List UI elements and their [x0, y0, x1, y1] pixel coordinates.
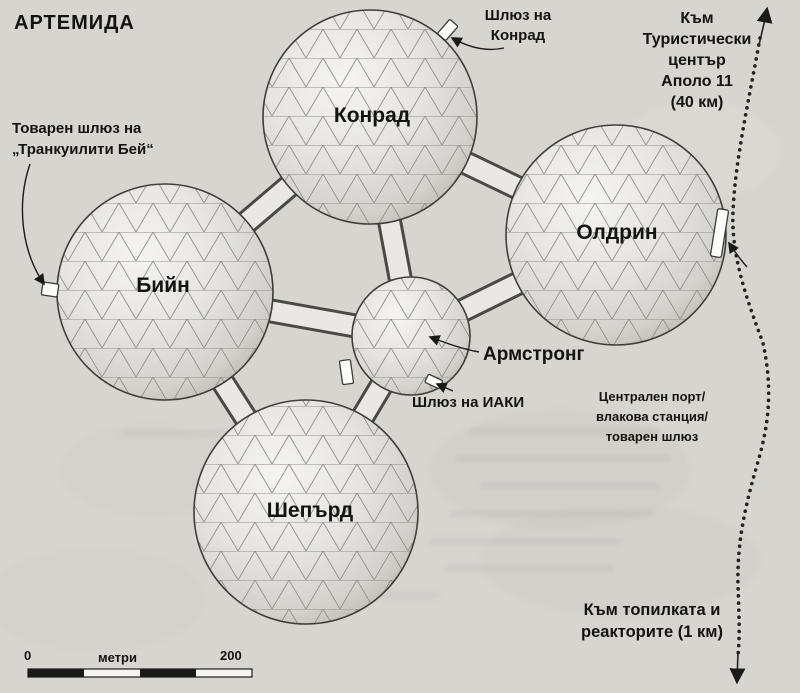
- rail-line: [729, 6, 773, 685]
- tourist-center-label: Към Туристически център Аполо 11 (40 км): [607, 8, 787, 113]
- central-port-stub: [709, 208, 730, 259]
- conrad-airlock-line: Шлюз на: [484, 7, 552, 24]
- conrad-airlock-arrow: [450, 37, 505, 51]
- central-port-arrow: [728, 241, 748, 268]
- central-port-line: Централен порт/: [598, 389, 706, 404]
- armstrong-arrow: [428, 335, 480, 353]
- dome-armstrong-rim: [351, 276, 471, 396]
- dome-label-bean: Бийн: [136, 274, 190, 297]
- tourist-center-line: Аполо 11: [661, 73, 733, 90]
- dome-aldrin: [505, 124, 727, 346]
- dome-aldrin-rim: [505, 124, 727, 346]
- central-port-line: товарен шлюз: [605, 429, 699, 444]
- dome-aldrin-mesh: [506, 125, 726, 345]
- dome-label-aldrin: Олдрин: [576, 221, 658, 244]
- map-title: АРТЕМИДА: [14, 12, 135, 34]
- rail-dotted-path: [731, 36, 771, 657]
- cargo-airlock-stub: [40, 281, 60, 298]
- central-port-label: Централен порт/ влакова станция/ товарен…: [577, 387, 727, 447]
- scale-end-label: 200: [220, 648, 242, 663]
- scale-bar: [27, 668, 253, 678]
- dome-bean: [56, 183, 274, 401]
- conrad-airlock-line: Конрад: [490, 27, 546, 44]
- dome-bean-mesh: [57, 184, 273, 400]
- dome-armstrong-mesh: [352, 277, 470, 395]
- cargo-airlock-label: Товарен шлюз на „Транкуилити Бей“: [12, 118, 154, 160]
- smelter-label: Към топилката и реакторите (1 км): [543, 599, 761, 643]
- dome-conrad-rim: [262, 9, 478, 225]
- tourist-center-line: Туристически: [642, 31, 752, 48]
- dome-label-shepard: Шепърд: [266, 499, 354, 522]
- tourist-center-line: (40 км): [670, 94, 724, 111]
- dome-label-armstrong: Армстронг: [483, 344, 585, 365]
- dome-armstrong: [351, 276, 471, 396]
- tourist-center-line: Към: [680, 10, 714, 27]
- tourist-center-line: център: [668, 52, 726, 69]
- dome-shepard: [193, 399, 419, 625]
- tunnel-fill: [157, 108, 621, 518]
- tunnel-airlock-stub: [338, 358, 355, 386]
- scale-unit-label: метри: [98, 650, 137, 665]
- cargo-airlock-line: Товарен шлюз на: [12, 120, 142, 137]
- scale-start-label: 0: [24, 648, 32, 663]
- scale-bar-segment: [28, 669, 84, 677]
- dome-shepard-rim: [193, 399, 419, 625]
- smelter-line: реакторите (1 км): [581, 623, 723, 641]
- annotation-arrows: [21, 37, 748, 393]
- iaki-airlock-label: Шлюз на ИАКИ: [412, 394, 525, 411]
- iaki-airlock-arrow: [435, 382, 454, 393]
- central-port-line: влакова станция/: [595, 409, 709, 424]
- dome-shepard-mesh: [194, 400, 418, 624]
- smelter-line: Към топилката и: [583, 601, 721, 619]
- dome-conrad: [262, 9, 478, 225]
- dome-label-conrad: Конрад: [333, 104, 411, 127]
- rail-arrow-down: [729, 651, 746, 685]
- conrad-airlock-label: Шлюз на Конрад: [462, 6, 574, 46]
- cargo-airlock-line: „Транкуилити Бей“: [12, 141, 154, 158]
- dome-conrad-mesh: [263, 10, 477, 224]
- tunnels: [154, 105, 622, 519]
- cargo-airlock-arrow: [21, 163, 45, 286]
- conrad-airlock-stub: [437, 19, 459, 41]
- rail-arrow-up: [756, 6, 773, 46]
- paper-texture: [0, 100, 780, 650]
- scale-bar-segment: [140, 669, 196, 677]
